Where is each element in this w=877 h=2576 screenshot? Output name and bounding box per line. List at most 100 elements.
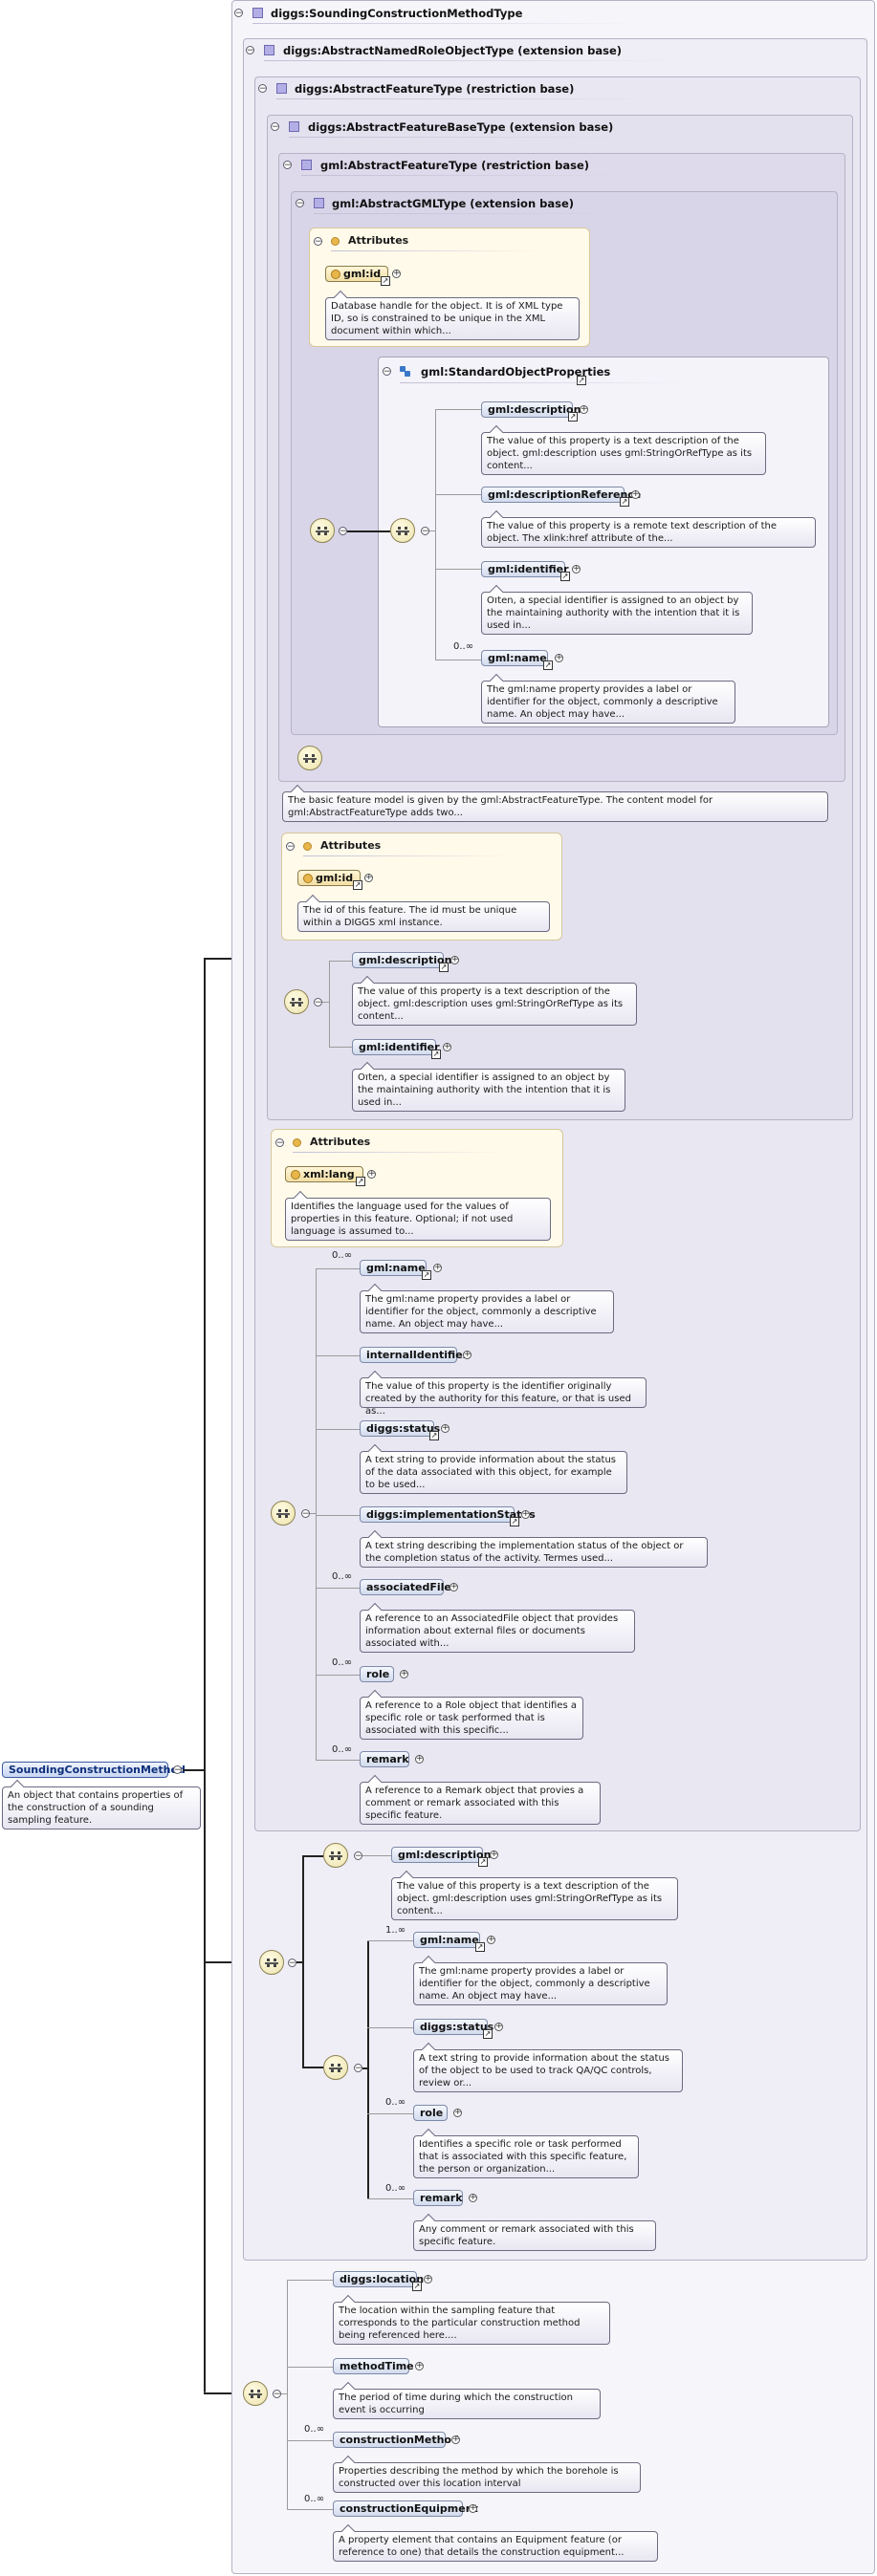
expand-icon[interactable]: + (441, 1423, 449, 1433)
element-gml-description[interactable]: gml:description (481, 401, 581, 418)
seq-toggle[interactable]: − (273, 2390, 281, 2399)
expand-icon[interactable]: + (494, 2022, 503, 2031)
expand-icon[interactable]: + (451, 2435, 460, 2444)
expand-icon[interactable]: + (449, 1582, 458, 1591)
connector (367, 2113, 413, 2114)
seq-toggle[interactable]: − (314, 998, 322, 1007)
expand-icon[interactable]: + (580, 404, 588, 414)
element-gml-description-restriction-doc: The value of this property is a text des… (391, 1877, 678, 1920)
expand-icon[interactable]: + (631, 489, 640, 499)
element-associated-file-doc: A reference to an AssociatedFile object … (360, 1610, 635, 1653)
sequence-compositor-icon[interactable] (243, 2381, 268, 2406)
element-role-restriction[interactable]: role (413, 2105, 448, 2121)
element-gml-description-reference[interactable]: gml:descriptionReference (481, 487, 641, 503)
sequence-compositor-icon[interactable] (271, 1501, 296, 1526)
element-construction-equipment-doc: A property element that contains an Equi… (333, 2531, 658, 2562)
sequence-compositor-icon[interactable] (259, 1950, 284, 1975)
sequence-compositor-icon[interactable] (323, 1843, 348, 1868)
diggs-attributes-toggle[interactable]: − (286, 842, 295, 852)
element-gml-name[interactable]: gml:name (481, 650, 548, 666)
element-diggs-status-restriction[interactable]: diggs:status (413, 2019, 493, 2035)
expand-icon[interactable]: + (392, 269, 401, 278)
element-gml-name-restriction[interactable]: gml:name (413, 1932, 480, 1948)
element-construction-equipment[interactable]: constructionEquipment (333, 2500, 478, 2517)
expand-icon[interactable]: + (433, 1263, 442, 1272)
attr-xml-lang[interactable]: xml:lang (285, 1166, 363, 1182)
sequence-compositor-icon[interactable] (390, 518, 415, 543)
expand-icon[interactable]: + (364, 873, 373, 882)
expand-icon[interactable]: + (572, 564, 581, 574)
expand-icon[interactable]: + (415, 2361, 424, 2370)
frame2-title: diggs:AbstractFeatureType (restriction b… (295, 82, 575, 96)
frame5-toggle[interactable]: − (296, 199, 304, 208)
frame2-toggle[interactable]: − (258, 84, 267, 94)
element-associated-file[interactable]: associatedFile (360, 1579, 451, 1595)
element-gml-identifier-base[interactable]: gml:identifier (352, 1039, 440, 1055)
element-remark-restriction[interactable]: remark (413, 2190, 463, 2206)
expand-icon[interactable]: + (521, 1509, 530, 1519)
element-internal-identifier[interactable]: internalIdentifier (360, 1347, 468, 1363)
connector (316, 1355, 360, 1356)
ref-icon: ↗ (510, 1517, 519, 1526)
element-remark[interactable]: remark (360, 1751, 409, 1767)
expand-icon[interactable]: + (415, 1754, 424, 1764)
expand-icon[interactable]: + (490, 1850, 498, 1859)
connector (435, 409, 481, 410)
connector (435, 569, 481, 570)
element-diggs-status[interactable]: diggs:status (360, 1420, 440, 1437)
connector (362, 1855, 391, 1856)
expand-icon[interactable]: + (453, 2108, 462, 2117)
frame0-toggle[interactable]: − (234, 9, 243, 18)
connector (302, 1855, 323, 1857)
element-gml-name-role[interactable]: gml:name (360, 1260, 427, 1276)
element-method-time[interactable]: methodTime (333, 2358, 414, 2374)
element-role[interactable]: role (360, 1666, 394, 1682)
expand-icon[interactable]: + (469, 2503, 477, 2513)
expand-icon[interactable]: + (424, 2274, 432, 2284)
connector (316, 1588, 360, 1589)
element-gml-description-doc: The value of this property is a text des… (481, 432, 766, 475)
ref-icon: ↗ (439, 963, 449, 972)
seq-toggle[interactable]: − (288, 1959, 296, 1968)
attributes-icon (331, 237, 340, 246)
lang-attributes-toggle[interactable]: − (275, 1138, 284, 1148)
expand-icon[interactable]: + (469, 2193, 477, 2202)
frame4-title-line (301, 175, 626, 176)
frame4-toggle[interactable]: − (283, 161, 292, 170)
root-toggle[interactable]: − (173, 1765, 182, 1775)
expand-icon[interactable]: + (487, 1935, 495, 1944)
element-gml-identifier[interactable]: gml:identifier (481, 561, 569, 577)
expand-icon[interactable]: + (463, 1350, 471, 1359)
expand-icon[interactable]: + (443, 1042, 451, 1051)
seq-toggle[interactable]: − (354, 1851, 362, 1861)
frame3-toggle[interactable]: − (271, 122, 279, 132)
seq-toggle[interactable]: − (301, 1509, 310, 1519)
connector (316, 1515, 360, 1516)
expand-icon[interactable]: + (367, 1169, 376, 1179)
frame1-toggle[interactable]: − (246, 46, 254, 55)
std-props-line (400, 382, 687, 383)
expand-icon[interactable]: + (400, 1669, 408, 1678)
attr-gml-id-diggs[interactable]: gml:id (297, 870, 361, 886)
seq-toggle[interactable]: − (339, 527, 347, 536)
element-construction-method[interactable]: constructionMethod (333, 2432, 459, 2448)
sequence-compositor-icon[interactable] (323, 2055, 348, 2080)
expand-icon[interactable]: + (450, 955, 459, 964)
element-diggs-implementation-status[interactable]: diggs:implementationStatus (360, 1506, 536, 1523)
expand-icon[interactable]: + (555, 653, 563, 662)
root-element[interactable]: SoundingConstructionMethod (2, 1762, 186, 1778)
ref-icon: ↗ (353, 880, 362, 890)
connector (347, 530, 390, 532)
element-gml-description-base[interactable]: gml:description (352, 952, 451, 968)
seq-toggle[interactable]: − (354, 2064, 362, 2073)
std-props-toggle[interactable]: − (383, 367, 391, 377)
ref-icon: ↗ (381, 276, 390, 286)
sequence-compositor-icon[interactable] (310, 518, 335, 543)
attr-gml-id[interactable]: gml:id (325, 266, 388, 282)
sequence-compositor-icon[interactable] (284, 989, 309, 1014)
sequence-compositor-icon[interactable] (297, 746, 322, 770)
seq-toggle[interactable]: − (421, 527, 429, 536)
element-diggs-location[interactable]: diggs:location (333, 2271, 424, 2287)
gml-attributes-toggle[interactable]: − (314, 237, 322, 247)
element-gml-description-restriction[interactable]: gml:description (391, 1847, 491, 1863)
